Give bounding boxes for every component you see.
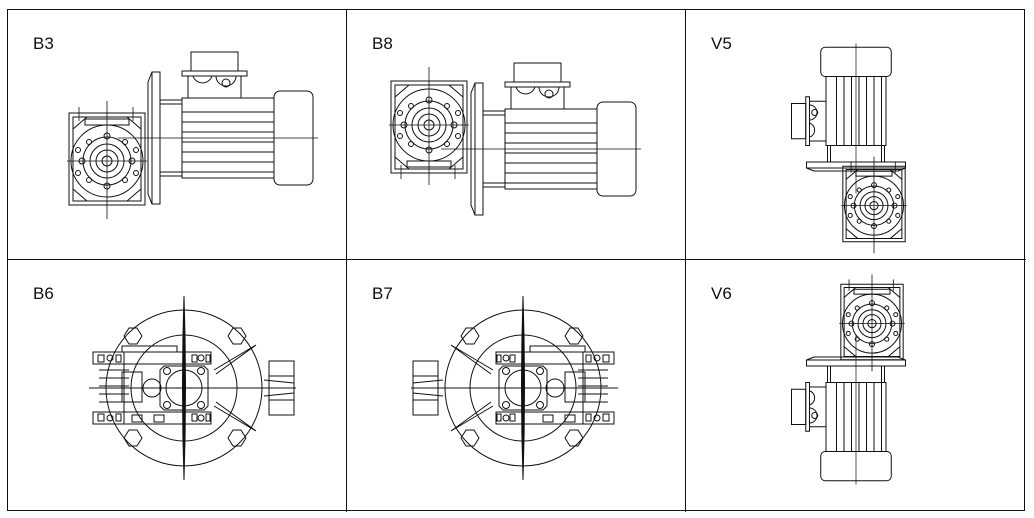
cell-b6: B6 (8, 260, 347, 512)
cell-b3: B3 (8, 10, 347, 260)
cell-v5: V5 (686, 10, 1026, 260)
position-label: V5 (711, 34, 732, 53)
b6-drawing (88, 295, 297, 481)
cell-b7: B7 (347, 260, 686, 512)
b3-drawing (66, 51, 319, 220)
position-label: B3 (33, 34, 54, 53)
position-label: B7 (372, 284, 393, 303)
v6-drawing (791, 274, 906, 485)
position-label: V6 (711, 284, 732, 303)
position-label: B8 (372, 34, 393, 53)
cell-v6: V6 (686, 260, 1026, 512)
cell-b8: B8 (347, 10, 686, 260)
position-label: B6 (33, 284, 54, 303)
b8-drawing (388, 62, 642, 216)
v5-drawing (791, 43, 908, 254)
b7-drawing (410, 295, 619, 481)
mounting-positions-table: B3 B8 V5 B6 B7 V6 (7, 9, 1026, 512)
